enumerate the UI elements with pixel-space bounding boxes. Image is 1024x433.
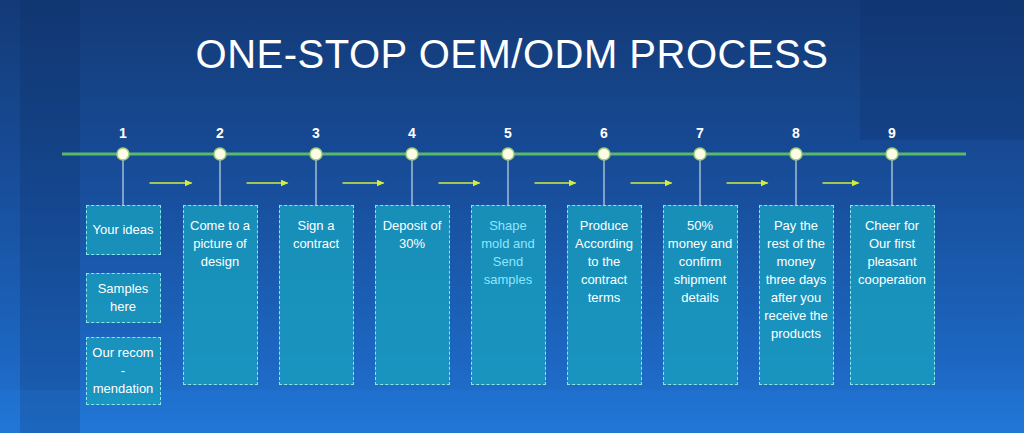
process-box: Cheer for Our first pleasant cooperation — [850, 205, 935, 385]
process-box: Shape mold and Send samples — [471, 205, 546, 385]
flow-arrow — [343, 182, 384, 184]
callout-number: 6 — [589, 125, 619, 141]
stem-line — [508, 160, 509, 205]
callout-number: 8 — [781, 125, 811, 141]
timeline-dot — [310, 148, 322, 160]
process-box: Your ideas — [86, 205, 161, 255]
machine-shape — [860, 0, 1024, 140]
flow-arrow — [727, 182, 768, 184]
stem-line — [604, 160, 605, 205]
process-box: Deposit of 30% — [375, 205, 450, 385]
step-text: Deposit of 30% — [380, 217, 445, 253]
step-text: Samples here — [91, 280, 156, 316]
step-text: Your ideas — [91, 221, 156, 239]
timeline-dot — [406, 148, 418, 160]
dots — [117, 148, 898, 160]
stem-line — [123, 160, 124, 205]
flow-arrow — [823, 182, 859, 184]
stem-line — [412, 160, 413, 205]
process-box: Sign a contract — [279, 205, 354, 385]
step-text: Come to a picture of design — [188, 217, 253, 271]
timeline-dot — [790, 148, 802, 160]
stem-line — [796, 160, 797, 205]
step-text: Sign a contract — [284, 217, 349, 253]
flow-arrow — [150, 182, 192, 184]
step-text: Produce According to the contract terms — [572, 217, 637, 307]
stems — [123, 160, 892, 205]
flow-arrow — [631, 182, 672, 184]
stem-line — [700, 160, 701, 205]
timeline-dot — [598, 148, 610, 160]
process-box: 50% money and confirm shipment details — [663, 205, 738, 385]
machine-shape — [20, 0, 80, 433]
timeline-dot — [214, 148, 226, 160]
diagram-title: ONE-STOP OEM/ODM PROCESS — [0, 32, 1024, 77]
timeline-dot — [117, 148, 129, 160]
process-box: Come to a picture of design — [183, 205, 258, 385]
step-text: Our recom -mendation — [91, 344, 156, 398]
flow-arrow — [535, 182, 576, 184]
step-text: Shape mold and Send samples — [476, 217, 541, 289]
step-text: Pay the rest of the money three days aft… — [764, 217, 829, 343]
callout-number: 1 — [108, 125, 138, 141]
process-box: Our recom -mendation — [86, 337, 161, 405]
callout-number: 7 — [685, 125, 715, 141]
callout-number: 5 — [493, 125, 523, 141]
step-text: Cheer for Our first pleasant cooperation — [855, 217, 930, 289]
step-text: 50% money and confirm shipment details — [668, 217, 733, 307]
stem-line — [892, 160, 893, 205]
flow-arrow — [439, 182, 480, 184]
stem-line — [220, 160, 221, 205]
callout-number: 9 — [877, 125, 907, 141]
timeline-dot — [502, 148, 514, 160]
callout-number: 3 — [301, 125, 331, 141]
process-box: Pay the rest of the money three days aft… — [759, 205, 834, 385]
callout-number: 2 — [205, 125, 235, 141]
timeline-dot — [694, 148, 706, 160]
timeline-dot — [886, 148, 898, 160]
callout-number: 4 — [397, 125, 427, 141]
process-box: Produce According to the contract terms — [567, 205, 642, 385]
process-box: Samples here — [86, 273, 161, 323]
stem-line — [316, 160, 317, 205]
flow-arrow — [247, 182, 288, 184]
